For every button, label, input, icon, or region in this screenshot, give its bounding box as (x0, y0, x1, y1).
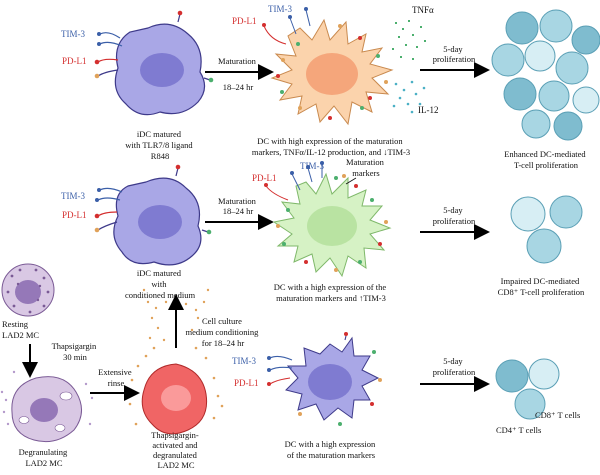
activated-mast-cell (141, 363, 208, 435)
row1-tcell-caption: Enhanced DC-mediated T-cell proliferatio… (504, 149, 588, 170)
row2-tim3-label: TIM-3 (61, 191, 85, 201)
row2-dc-caption: DC with a high expression of the maturat… (274, 282, 389, 303)
row2-markers-pointer (345, 177, 357, 185)
row2-mature-dc-cell (272, 172, 392, 278)
row1-idc-receptors (94, 10, 214, 83)
row3-proliferation-label: 5-day proliferation (433, 356, 476, 377)
row1-dc-pdl1-label: PD-L1 (232, 16, 257, 26)
cd8-tcells-label: CD8⁺ T cells (535, 410, 580, 420)
row1-idc-cell (114, 23, 206, 116)
row1-tcell-cluster (491, 9, 600, 141)
row2-tcell-caption: Impaired DC-mediated CD8⁺ T-cell prolife… (498, 276, 585, 297)
row2-maturation-label: Maturation 18–24 hr (218, 196, 258, 216)
row2-idc-cell (113, 177, 202, 266)
row2-proliferation-label: 5-day proliferation (433, 205, 476, 226)
row3-tim3-label: TIM-3 (232, 356, 256, 366)
row2-idc-caption: iDC matured with conditioned medium (125, 268, 196, 300)
row1-tnfa-label: TNFα (412, 5, 434, 15)
thapsigargin-label: Thapsigargin 30 min (52, 341, 99, 362)
activated-mc-granules (128, 346, 224, 426)
conditioning-label: Cell culture medium conditioning for 18–… (185, 316, 260, 348)
row3-tcell-cluster (495, 358, 560, 420)
row1-il12-label: IL-12 (418, 105, 439, 115)
row2-pdl1-label: PD-L1 (62, 210, 87, 220)
row1-dc-caption: DC with high expression of the maturatio… (252, 136, 410, 157)
row2-idc-receptors (94, 164, 212, 235)
row3-dc-cell (285, 336, 380, 421)
conditioned-medium-granules (142, 288, 210, 342)
row3-dc-receptors (267, 332, 382, 426)
row3-pdl1-label: PD-L1 (234, 378, 259, 388)
row1-il12-cytokines (392, 80, 426, 114)
row1-maturation-label: Maturation 18–24 hr (218, 56, 258, 92)
row2-dc-pdl1-label: PD-L1 (252, 173, 277, 183)
row1-idc-caption: iDC matured with TLR7/8 ligand R848 (125, 129, 195, 161)
row1-proliferation-label: 5-day proliferation (433, 44, 476, 64)
degranulating-mc-label: Degranulating LAD2 MC (19, 447, 70, 468)
row1-mature-dc-cell (270, 18, 394, 126)
row1-tim3-label: TIM-3 (61, 29, 85, 39)
cd4-tcells-label: CD4⁺ T cells (496, 425, 541, 435)
row2-dc-tim3-label: TIM-3 (300, 161, 324, 171)
degranulating-mast-cell (0, 370, 94, 443)
resting-mc-label: Resting LAD2 MC (2, 319, 39, 340)
activated-mc-label: Thapsigargin- activated and degranulated… (151, 430, 201, 470)
row1-mature-dc-receptors (262, 7, 388, 120)
rinse-label: Extensive rinse (98, 367, 134, 388)
row2-tcell-cluster (510, 195, 583, 264)
row1-dc-tim3-label: TIM-3 (268, 4, 292, 14)
row3-dc-caption: DC with a high expression of the maturat… (285, 439, 378, 460)
row1-pdl1-label: PD-L1 (62, 56, 87, 66)
row2-mature-dc-receptors (264, 161, 388, 272)
row2-markers-label: Maturation markers (346, 157, 386, 178)
resting-mast-cell (1, 263, 55, 317)
row1-tnfa-cytokines (392, 20, 426, 60)
